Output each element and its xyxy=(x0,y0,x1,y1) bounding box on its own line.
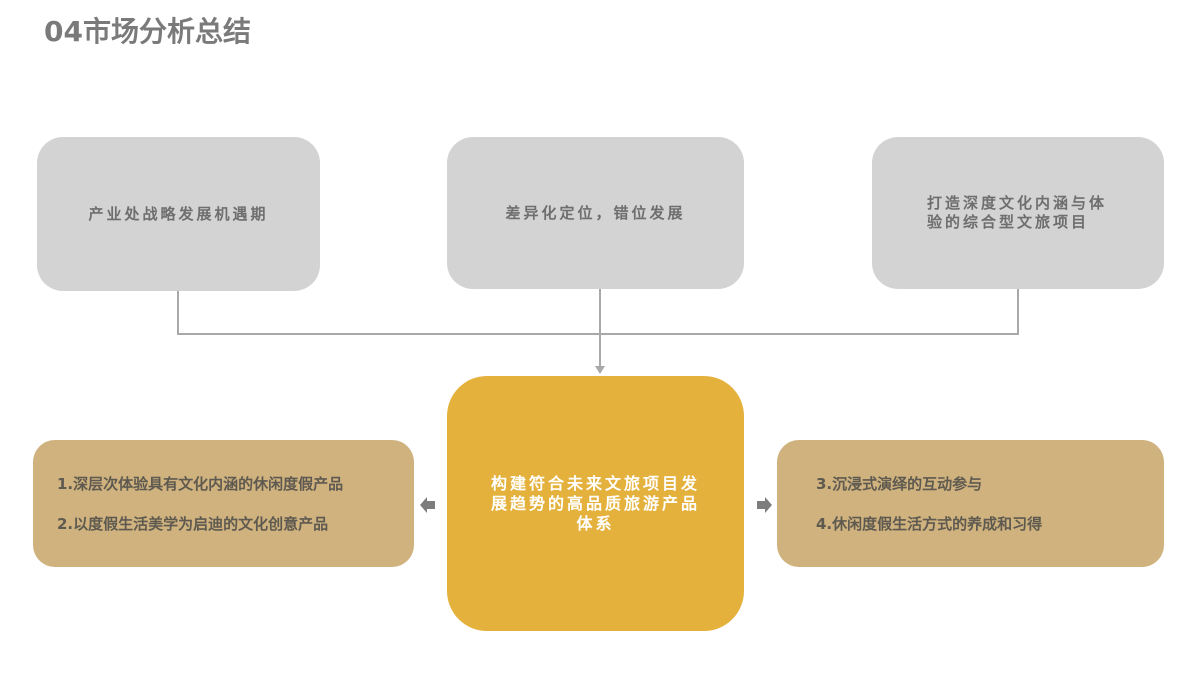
right-box-experiences: 3.沉浸式演绎的互动参与 4.休闲度假生活方式的养成和习得 xyxy=(777,440,1164,567)
top-box-text: 打造深度文化内涵与体验的综合型文旅项目 xyxy=(927,194,1108,231)
center-box-text: 构建符合未来文旅项目发展趋势的高品质旅游产品体系 xyxy=(490,473,700,533)
list-item: 2.以度假生活美学为启迪的文化创意产品 xyxy=(57,514,329,533)
list-item: 1.深层次体验具有文化内涵的休闲度假产品 xyxy=(57,474,344,493)
down-arrow-icon xyxy=(595,366,605,374)
left-box-products: 1.深层次体验具有文化内涵的休闲度假产品 2.以度假生活美学为启迪的文化创意产品 xyxy=(33,440,414,567)
top-box-industry-opportunity: 产业处战略发展机遇期 xyxy=(37,137,320,291)
list-item: 4.休闲度假生活方式的养成和习得 xyxy=(816,514,1043,533)
connector-right-vertical xyxy=(1017,289,1019,335)
connector-left-vertical xyxy=(177,291,179,335)
page-title: 04市场分析总结 xyxy=(44,15,251,48)
top-box-cultural-project: 打造深度文化内涵与体验的综合型文旅项目 xyxy=(872,137,1164,289)
right-arrow-icon xyxy=(757,497,772,513)
left-arrow-icon xyxy=(420,497,435,513)
top-box-differentiation: 差异化定位，错位发展 xyxy=(447,137,744,289)
list-item: 3.沉浸式演绎的互动参与 xyxy=(816,474,983,493)
top-box-text: 产业处战略发展机遇期 xyxy=(88,204,269,223)
connector-center-vertical xyxy=(599,289,601,367)
top-box-text: 差异化定位，错位发展 xyxy=(505,203,686,222)
center-box-core-goal: 构建符合未来文旅项目发展趋势的高品质旅游产品体系 xyxy=(447,376,744,631)
connector-horizontal xyxy=(177,333,1019,335)
